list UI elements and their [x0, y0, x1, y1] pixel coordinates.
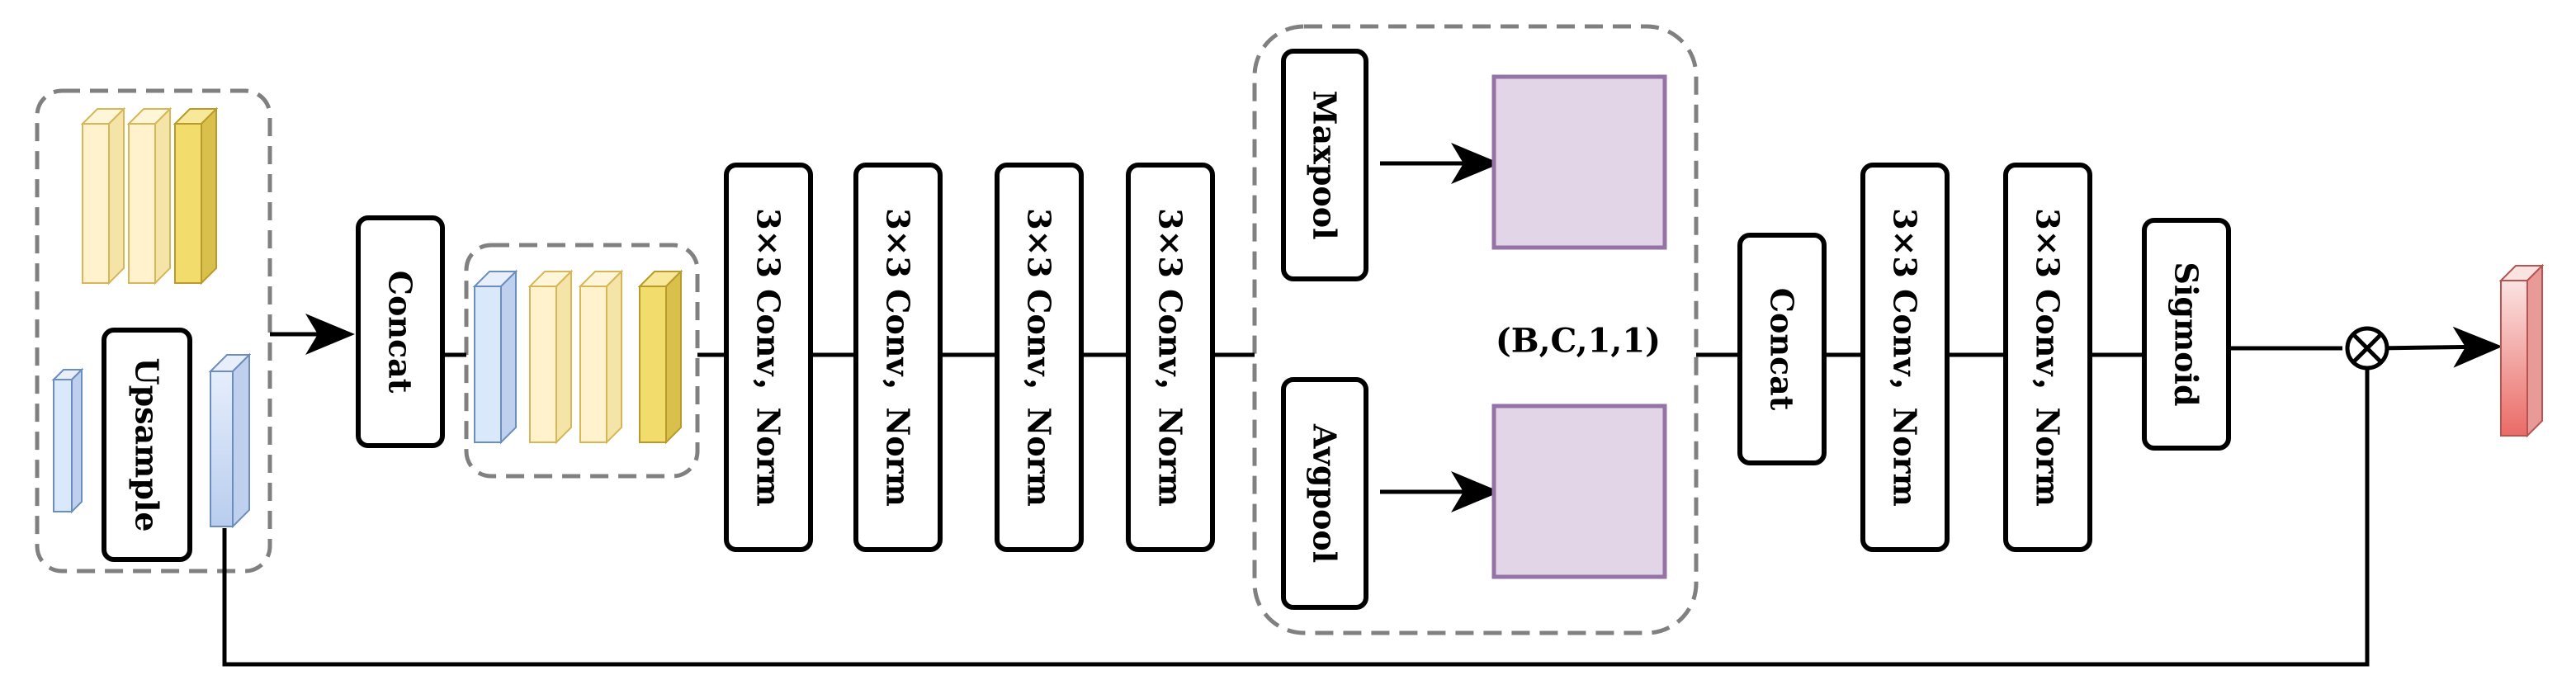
upsample-block: Upsample: [102, 328, 192, 562]
conv-norm-label-2: 3×3 Conv，Norm: [880, 208, 917, 507]
skip-connection: [222, 367, 2370, 667]
feature-map-blue-concat: [472, 269, 518, 445]
conv-norm-block-6: 3×3 Conv，Norm: [2003, 163, 2092, 552]
concat-features-group-border: [464, 243, 700, 479]
conv-norm-label-5: 3×3 Conv，Norm: [1887, 208, 1924, 507]
output-feature-map-red: [2498, 263, 2545, 438]
feature-map-light-yellow-2: [126, 106, 173, 286]
conv-norm-label-3: 3×3 Conv，Norm: [1021, 208, 1058, 507]
pool-shape-label: (B,C,1,1): [1496, 322, 1661, 361]
conv-norm-block-4: 3×3 Conv，Norm: [1126, 163, 1215, 552]
conv-norm-block-3: 3×3 Conv，Norm: [995, 163, 1084, 552]
concat-block-2: Concat: [1737, 233, 1827, 465]
conv-norm-block-5: 3×3 Conv，Norm: [1860, 163, 1950, 552]
upsample-label: Upsample: [129, 357, 166, 531]
concat-label-2: Concat: [1764, 288, 1801, 411]
feature-map-light-yellow-concat-1: [527, 269, 574, 445]
multiply-icon: [2345, 326, 2389, 371]
feature-map-small-blue: [51, 367, 84, 514]
conv-norm-block-2: 3×3 Conv，Norm: [853, 163, 943, 552]
feature-map-yellow: [173, 106, 219, 286]
feature-map-light-yellow-1: [80, 106, 126, 286]
maxpool-label: Maxpool: [1307, 90, 1344, 239]
avgpool-output-square: [1491, 404, 1667, 579]
conv-norm-label-6: 3×3 Conv，Norm: [2030, 208, 2067, 507]
arrow-multiply-to-output: [2376, 326, 2503, 368]
feature-map-light-yellow-concat-2: [578, 269, 624, 445]
sigmoid-label: Sigmoid: [2168, 262, 2205, 406]
conv-norm-label-4: 3×3 Conv，Norm: [1152, 208, 1189, 507]
concat-block-1: Concat: [356, 215, 445, 448]
conv-norm-label-1: 3×3 Conv，Norm: [750, 208, 787, 507]
conv-norm-block-1: 3×3 Conv，Norm: [724, 163, 813, 552]
concat-label-1: Concat: [382, 271, 419, 394]
feature-map-yellow-concat: [637, 269, 683, 445]
pooling-group-border: [1252, 24, 1699, 635]
avgpool-label: Avgpool: [1307, 423, 1344, 563]
maxpool-output-square: [1491, 74, 1667, 250]
maxpool-block: Maxpool: [1281, 49, 1368, 281]
sigmoid-block: Sigmoid: [2142, 218, 2231, 451]
input-group-border: [35, 88, 272, 574]
feature-map-upsampled-blue: [208, 352, 252, 529]
avgpool-block: Avgpool: [1281, 377, 1368, 610]
